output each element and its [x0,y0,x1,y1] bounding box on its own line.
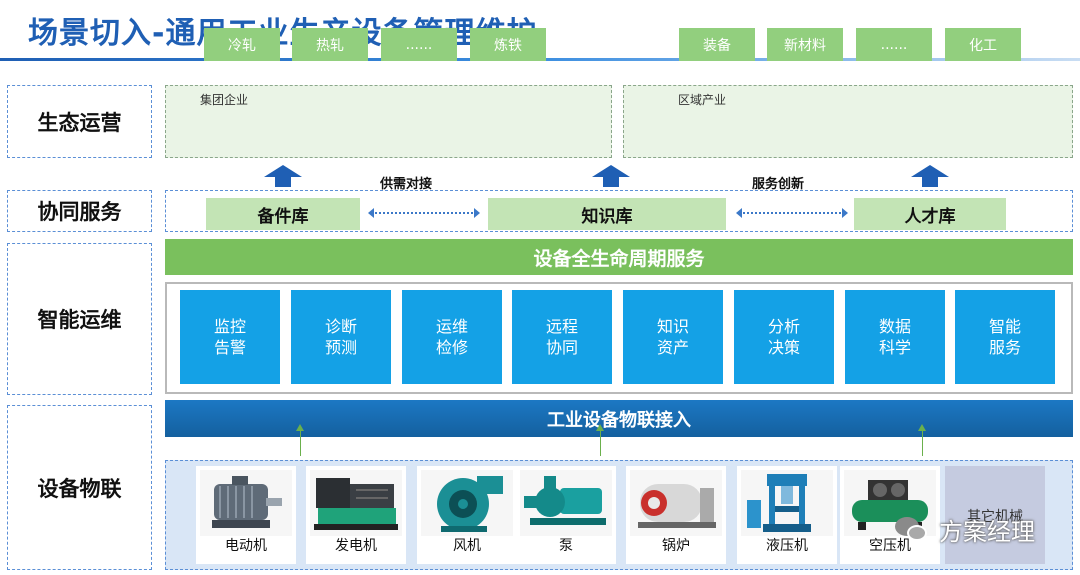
device-card: 泵 [516,466,616,564]
fan-icon [421,470,513,536]
device-name: 泵 [559,538,573,554]
device-name: 其它机械 [967,509,1023,525]
row-label-smart-ops: 智能运维 [7,243,152,395]
wechat-icon [893,515,933,545]
link-label-service-innovation: 服务创新 [752,177,805,192]
ops-tile: 智能 服务 [955,290,1055,384]
device-name: 空压机 [869,538,911,554]
region-item: 化工 [945,28,1021,61]
ops-tile: 运维 检修 [402,290,502,384]
device-card: 电动机 [196,466,296,564]
enterprise-item: ...... [381,28,457,61]
region-item: 装备 [679,28,755,61]
thin-up-arrow-icon [918,424,928,456]
group-region: 区域产业 [623,85,1073,158]
device-name: 液压机 [766,538,808,554]
watermark: 方案经理 [893,512,1035,547]
row-label-collaboration: 协同服务 [7,190,152,232]
enterprise-item: 热轧 [292,28,368,61]
air-compressor-icon [844,470,936,536]
device-card: 风机 [417,466,517,564]
ops-tile: 分析 决策 [734,290,834,384]
device-card: 发电机 [306,466,406,564]
lifecycle-service-bar: 设备全生命周期服务 [165,239,1073,275]
link-label-supply-demand: 供需对接 [380,177,433,192]
ops-tile: 远程 协同 [512,290,612,384]
group-region-title: 区域产业 [678,93,727,107]
bidirectional-arrow-icon [736,208,848,218]
collab-item-spare-parts: 备件库 [206,198,360,230]
electric-motor-icon [200,470,292,536]
device-card: 空压机 [840,466,940,564]
region-item: 新材料 [767,28,843,61]
group-enterprise: 集团企业 [165,85,612,158]
collab-item-talent: 人才库 [854,198,1006,230]
device-card: 锅炉 [626,466,726,564]
hydraulic-press-icon [741,470,833,536]
collab-item-knowledge: 知识库 [488,198,726,230]
boiler-icon [630,470,722,536]
pump-icon [520,470,612,536]
ops-tile: 诊断 预测 [291,290,391,384]
enterprise-item: 炼铁 [470,28,546,61]
ops-tile: 监控 告警 [180,290,280,384]
device-name: 电动机 [225,538,267,554]
thin-up-arrow-icon [296,424,306,456]
device-name: 锅炉 [662,538,690,554]
device-name: 风机 [453,538,481,554]
device-name: 发电机 [335,538,377,554]
device-card-other: 其它机械 [945,466,1045,564]
group-enterprise-title: 集团企业 [200,93,249,107]
bidirectional-arrow-icon [368,208,480,218]
ops-tile: 知识 资产 [623,290,723,384]
thin-up-arrow-icon [596,424,606,456]
enterprise-item: 冷轧 [204,28,280,61]
watermark-text: 方案经理 [939,518,1035,546]
generator-icon [310,470,402,536]
region-item: ...... [856,28,932,61]
row-label-ecosystem: 生态运营 [7,85,152,158]
device-card: 液压机 [737,466,837,564]
row-label-device-iot: 设备物联 [7,405,152,570]
page-title: 场景切入-通用工业生产设备管理维护 [28,16,538,51]
ops-tile: 数据 科学 [845,290,945,384]
